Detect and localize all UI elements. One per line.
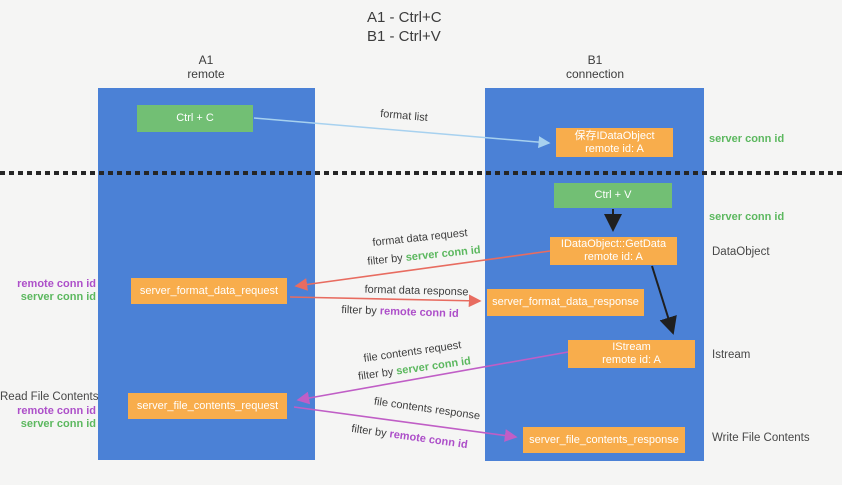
lane-header-b1: B1 connection [545, 53, 645, 81]
filter-by-text: filter by [350, 422, 391, 441]
lane-a1-name: A1 [198, 53, 214, 67]
label-read-file-contents: Read File Contents [0, 391, 99, 403]
node-getdata-line1: IDataObject::GetData [560, 238, 667, 250]
label-server-conn-id-mid: server conn id [709, 211, 785, 223]
label-server-conn-id-left-2: server conn id [20, 418, 96, 430]
lane-header-a1: A1 remote [156, 53, 256, 81]
filter-by-text: filter by [357, 365, 398, 383]
label-filter-by-remote-conn-id-1: filter by remote conn id [315, 303, 485, 321]
filter-by-text: filter by [366, 251, 407, 268]
node-format-request-label: server_format_data_request [139, 284, 279, 297]
node-server-format-data-response: server_format_data_response [487, 289, 644, 316]
node-getdata-line2: remote id: A [584, 251, 643, 263]
label-server-conn-id-top: server conn id [709, 133, 785, 145]
node-save-line1: 保存IDataObject [574, 129, 655, 142]
lane-a1-role: remote [187, 67, 225, 81]
lane-b1-name: B1 [587, 53, 603, 67]
diagram-title: A1 - Ctrl+C B1 - Ctrl+V [367, 8, 442, 46]
node-file-response-label: server_file_contents_response [529, 433, 679, 446]
node-ctrl-c-label: Ctrl + C [176, 112, 214, 124]
node-format-response-label: server_format_data_response [492, 296, 639, 308]
label-server-conn-id-left-1: server conn id [20, 291, 96, 303]
node-istream-line1: IStream [612, 341, 651, 353]
node-ctrl-v-label: Ctrl + V [594, 189, 632, 201]
node-file-request-label: server_file_contents_request [136, 399, 279, 412]
node-save-line2: remote id: A [585, 142, 644, 155]
label-write-file-contents: Write File Contents [712, 432, 810, 444]
node-server-file-contents-response: server_file_contents_response [523, 427, 685, 453]
node-istream: IStream remote id: A [568, 340, 695, 368]
label-remote-conn-id-1: remote conn id [17, 278, 96, 290]
remote-conn-id-text: remote conn id [388, 428, 469, 452]
node-save-idataobject: 保存IDataObject remote id: A [556, 128, 673, 157]
node-idataobject-getdata: IDataObject::GetData remote id: A [550, 237, 677, 265]
label-format-list: format list [379, 107, 429, 125]
left-conn-id-pair-2: remote conn id server conn id [8, 405, 96, 431]
server-conn-id-text: server conn id [405, 244, 482, 264]
title-line2: B1 - Ctrl+V [367, 28, 441, 45]
node-istream-line2: remote id: A [602, 354, 661, 366]
node-server-format-data-request: server_format_data_request [131, 278, 287, 304]
left-conn-id-pair-1: remote conn id server conn id [8, 278, 96, 304]
label-remote-conn-id-2: remote conn id [17, 405, 96, 417]
lane-b1-role: connection [565, 67, 625, 81]
label-dataobject: DataObject [712, 246, 770, 258]
label-format-data-response: format data response [364, 283, 469, 299]
remote-conn-id-text: remote conn id [379, 305, 459, 321]
label-istream: Istream [712, 349, 751, 361]
node-ctrl-c: Ctrl + C [137, 105, 253, 132]
label-filter-by-remote-conn-id-2: filter by remote conn id [322, 419, 497, 455]
node-server-file-contents-request: server_file_contents_request [128, 393, 287, 419]
dotted-separator-line [0, 171, 842, 175]
title-line1: A1 - Ctrl+C [367, 9, 442, 26]
filter-by-text: filter by [341, 303, 381, 318]
node-ctrl-v: Ctrl + V [554, 183, 672, 208]
